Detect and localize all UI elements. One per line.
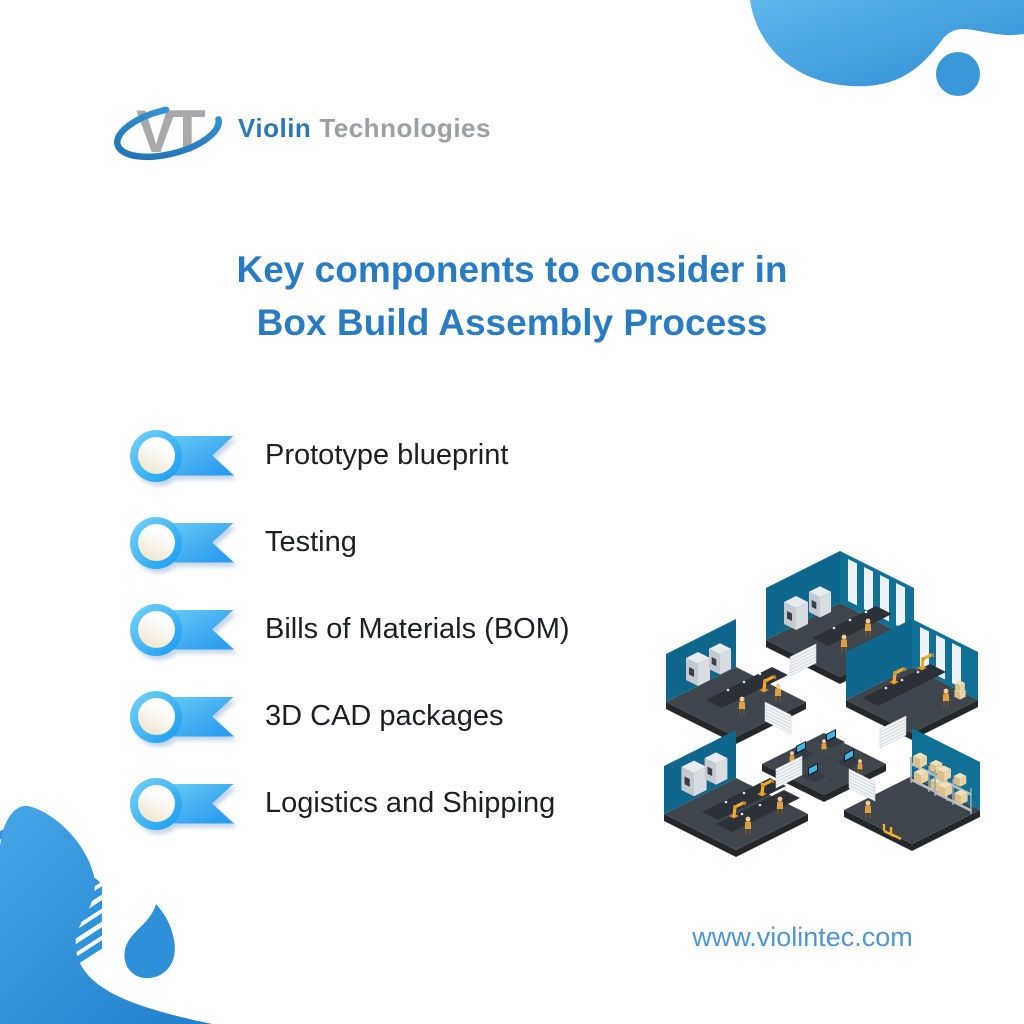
ribbon-bookmark-icon	[130, 516, 234, 570]
brand-name-primary: Violin	[238, 112, 312, 143]
ribbon-bookmark-icon	[130, 777, 234, 831]
list-item: Logistics and Shipping	[130, 760, 570, 847]
list-item: Prototype blueprint	[130, 412, 570, 499]
room-assembly-bottom-left	[664, 730, 808, 857]
forklift-forks	[882, 824, 902, 841]
page-title: Key components to consider in Box Build …	[0, 243, 1024, 349]
list-item-label: Logistics and Shipping	[265, 787, 556, 819]
list-item: Bills of Materials (BOM)	[130, 586, 570, 673]
factory-isometric-illustration	[664, 551, 980, 857]
room-warehouse	[844, 728, 980, 851]
corner-blob-top-right	[750, 0, 1024, 96]
list-item-label: Bills of Materials (BOM)	[265, 613, 570, 645]
brand-wordmark: Violin Technologies	[238, 113, 491, 144]
brand-logo-mark: VT	[114, 98, 222, 165]
list-item-label: Prototype blueprint	[265, 439, 509, 471]
list-item: Testing	[130, 499, 570, 586]
website-url[interactable]: www.violintec.com	[692, 922, 913, 952]
list-item-label: Testing	[265, 526, 357, 558]
ribbon-bookmark-icon	[130, 429, 234, 483]
list-item: 3D CAD packages	[130, 673, 570, 760]
diagonal-stripes	[0, 810, 102, 1020]
swoosh-icon	[114, 103, 222, 161]
room-testing-right	[846, 619, 978, 740]
teardrop-blob	[124, 904, 175, 979]
ribbon-bookmark-icon	[130, 690, 234, 744]
list-item-label: 3D CAD packages	[265, 700, 504, 732]
key-components-list: Prototype blueprint Testing Bills of Mat…	[130, 412, 570, 847]
page-title-line-2: Box Build Assembly Process	[256, 302, 768, 343]
page-title-line-1: Key components to consider in	[236, 249, 788, 290]
brand-name-secondary: Technologies	[319, 112, 491, 143]
ribbon-bookmark-icon	[130, 603, 234, 657]
dot-accent	[936, 52, 980, 96]
brand-logo: VT Violin Technologies	[110, 90, 491, 166]
